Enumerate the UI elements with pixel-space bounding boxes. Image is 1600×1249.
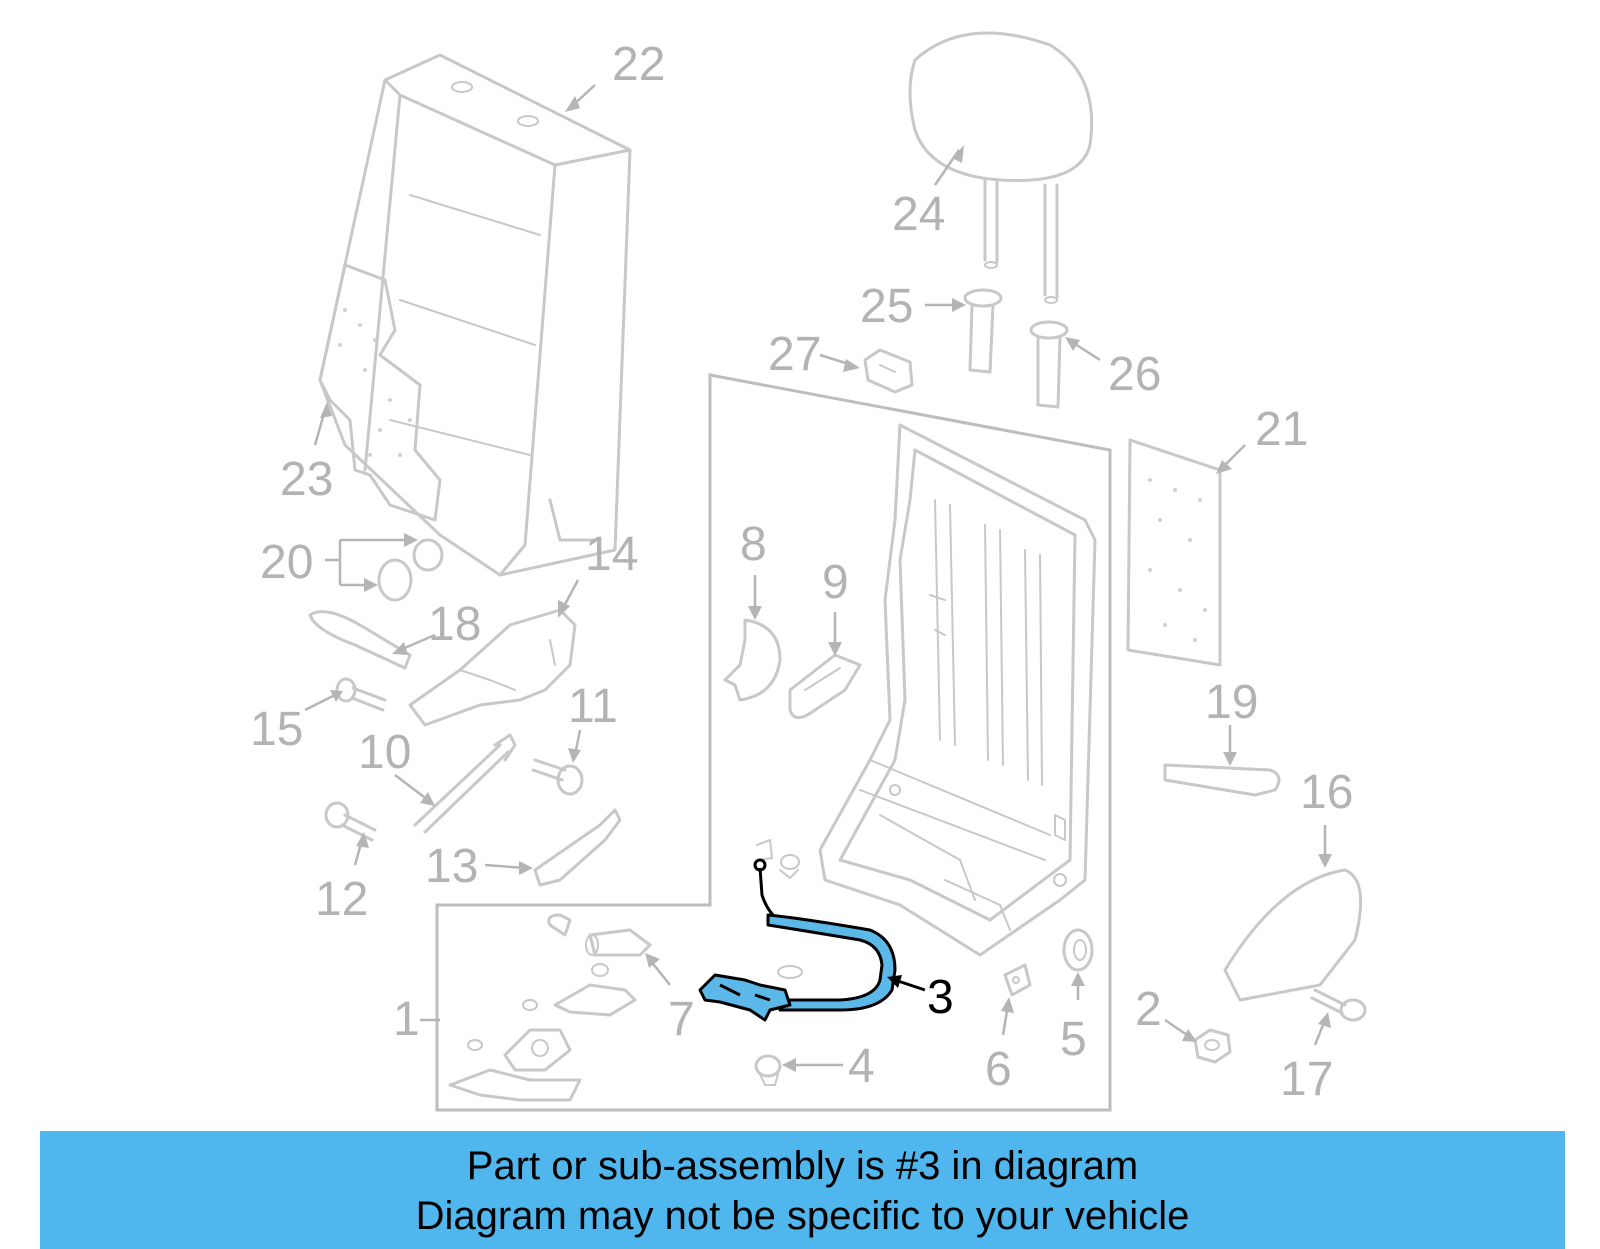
assembly-box — [435, 373, 1112, 1112]
callout-20: 20 — [260, 536, 313, 589]
callout-15: 15 — [250, 703, 303, 756]
callout-22: 22 — [612, 38, 665, 91]
callout-2: 2 — [1135, 983, 1162, 1036]
part-27-clip — [863, 348, 914, 394]
part-11-bolt — [531, 758, 584, 796]
banner-line-1: Part or sub-assembly is #3 in diagram — [466, 1144, 1139, 1188]
part-17-bolt — [1310, 988, 1367, 1022]
callout-3-highlighted: 3 — [927, 971, 954, 1024]
part-25-guide — [963, 288, 1003, 374]
callout-10: 10 — [358, 726, 411, 779]
part-18-strap — [308, 610, 412, 670]
callout-24: 24 — [892, 188, 945, 241]
callout-7: 7 — [668, 993, 695, 1046]
callout-26: 26 — [1108, 348, 1161, 401]
banner-line-2: Diagram may not be specific to your vehi… — [415, 1194, 1190, 1238]
part-4-grommet — [754, 1054, 782, 1086]
part-23-side-panel — [318, 263, 442, 522]
callout-19: 19 — [1205, 676, 1258, 729]
part-10-rod — [413, 733, 517, 834]
part-24-headrest — [908, 31, 1094, 304]
part-1-seat-frame — [818, 423, 1097, 957]
part-8-bracket — [723, 618, 782, 702]
callout-18: 18 — [428, 598, 481, 651]
part-5-bushing — [1062, 928, 1094, 972]
callout-23: 23 — [280, 453, 333, 506]
part-26-guide — [1029, 320, 1069, 409]
callout-16: 16 — [1300, 766, 1353, 819]
fastener-parts — [756, 839, 800, 879]
part-21-back-panel — [1126, 438, 1222, 667]
callout-27: 27 — [768, 328, 821, 381]
callout-labels: 22 23 20 14 18 15 10 11 12 13 24 25 26 2… — [250, 38, 1353, 1106]
part-16-side-cover — [1223, 868, 1363, 1002]
callout-11: 11 — [568, 680, 618, 733]
callout-4: 4 — [848, 1040, 875, 1093]
recliner-mechanism-parts — [448, 913, 803, 1102]
callout-12: 12 — [315, 873, 368, 926]
callout-13: 13 — [425, 840, 478, 893]
part-13-bracket — [533, 808, 622, 887]
part-2-nut — [1193, 1028, 1232, 1064]
info-banner: Part or sub-assembly is #3 in diagram Di… — [40, 1131, 1565, 1249]
leader-lines — [304, 84, 1332, 1072]
part-9-handle — [788, 653, 862, 719]
callout-21: 21 — [1255, 403, 1308, 456]
callout-14: 14 — [585, 528, 638, 581]
callout-1: 1 — [393, 993, 420, 1046]
callout-8: 8 — [740, 518, 767, 571]
part-3-cable-highlighted[interactable] — [698, 858, 897, 1022]
part-15-bolt — [335, 677, 387, 712]
callout-25: 25 — [860, 280, 913, 333]
part-19-strip — [1163, 763, 1281, 797]
part-20-caps — [377, 538, 444, 602]
part-22-seatback-cover — [318, 53, 632, 577]
callout-9: 9 — [822, 556, 849, 609]
callout-6: 6 — [985, 1043, 1012, 1096]
callout-5: 5 — [1060, 1013, 1087, 1066]
part-6-plate — [1003, 963, 1032, 997]
callout-17: 17 — [1280, 1053, 1333, 1106]
part-14-trim-panel — [408, 608, 577, 727]
part-12-bolt — [324, 801, 377, 842]
